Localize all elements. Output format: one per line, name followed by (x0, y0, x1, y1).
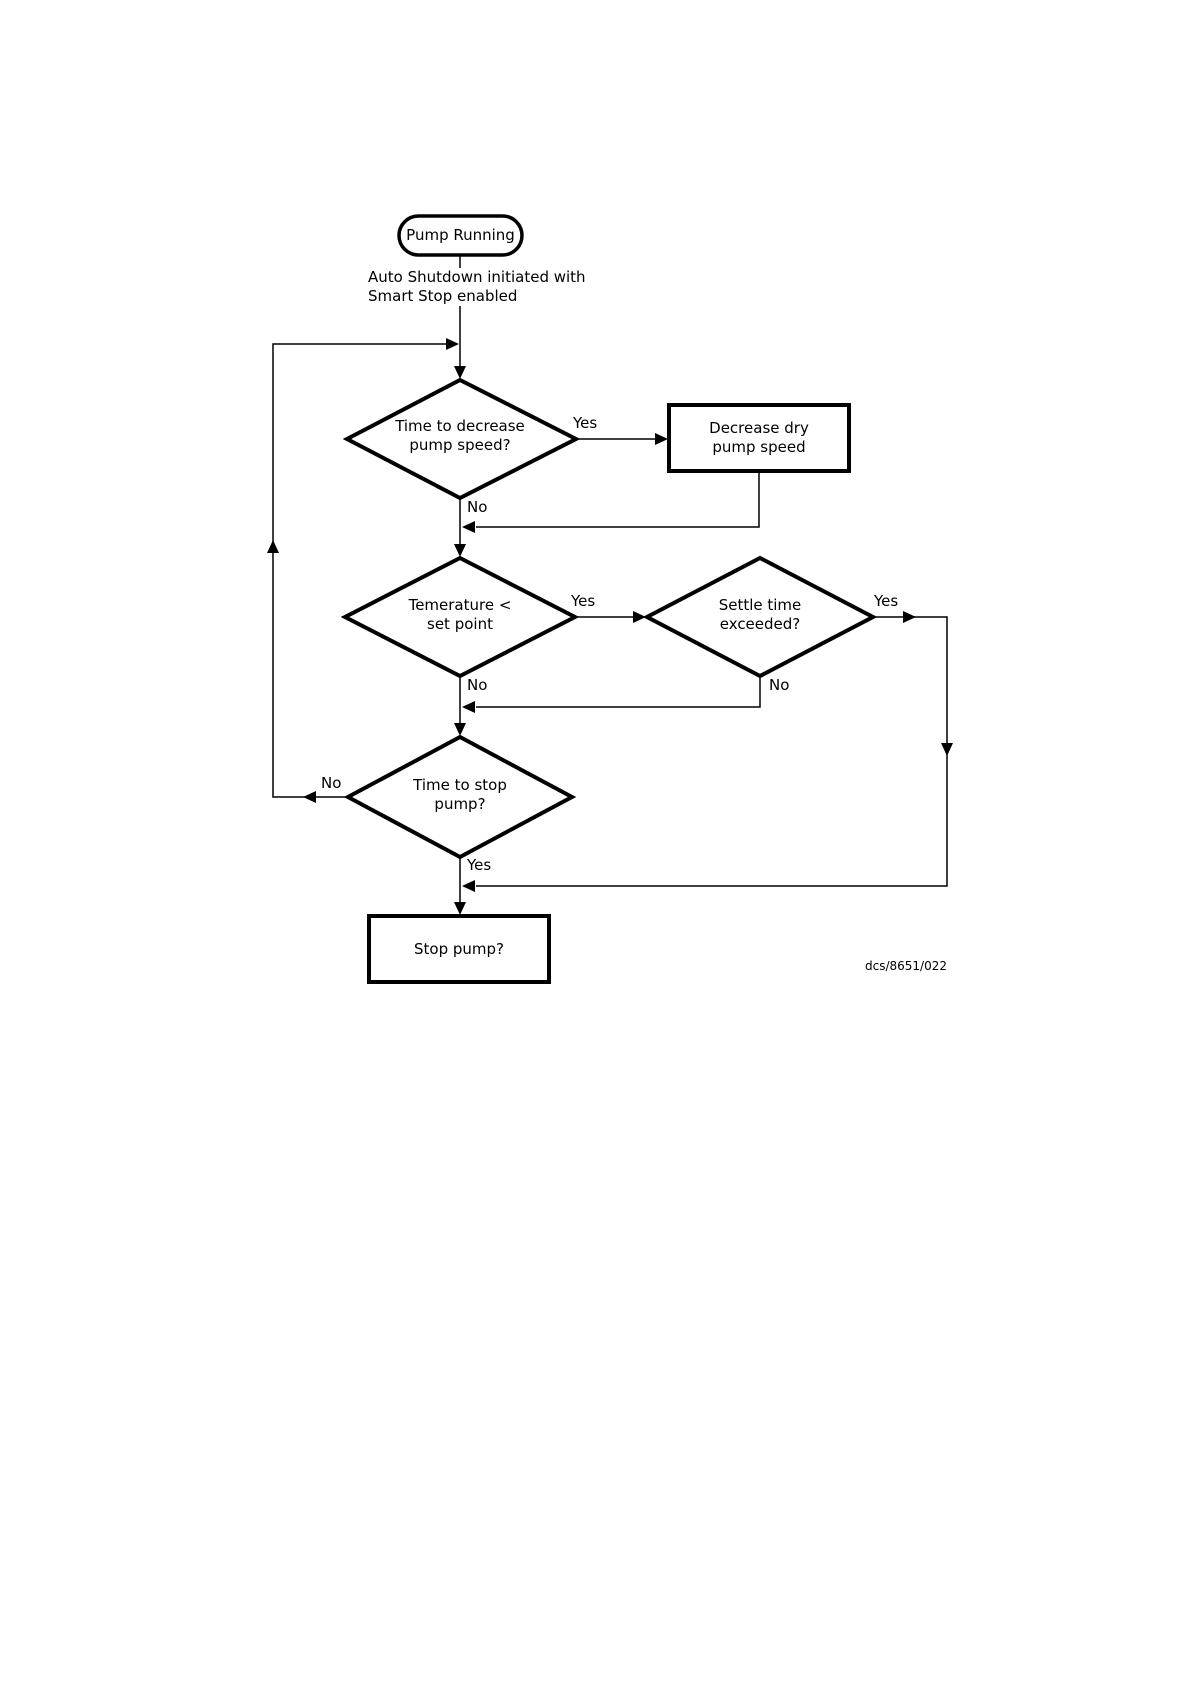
edge-label-d1-yes: Yes (573, 414, 598, 432)
arrowhead-d3-no-merge (462, 701, 475, 713)
decision-time-to-decrease-shape (342, 377, 581, 501)
arrowhead-into-d3 (633, 611, 646, 623)
arrowhead-into-d2 (454, 544, 466, 557)
edge-label-d3-yes: Yes (874, 592, 899, 610)
edge-label-d2-yes: Yes (571, 592, 596, 610)
connector-p1-return (476, 471, 760, 528)
start-terminator-label: Pump Running (406, 226, 515, 244)
edge-label-d2-no: No (467, 676, 488, 694)
process-decrease-speed-shape (667, 403, 851, 473)
connector-d3-no-return (476, 676, 761, 708)
arrowhead-into-d4 (454, 723, 466, 736)
connector-d3-yes-loop (476, 616, 948, 887)
decision-settle-time-shape (642, 555, 878, 679)
edge-label-d4-yes: Yes (467, 856, 492, 874)
edge-label-d4-no: No (321, 774, 342, 792)
decision-time-to-stop-shape (343, 734, 577, 860)
arrowhead-d3-yes-mid (903, 611, 916, 623)
edge-label-d1-no: No (467, 498, 488, 516)
arrowhead-into-d1 (454, 366, 466, 379)
edge-label-d3-no: No (769, 676, 790, 694)
process-decrease-speed-label: Decrease dry pump speed (709, 419, 809, 456)
decision-temperature-shape (340, 555, 580, 679)
decision-settle-time-label: Settle time exceeded? (718, 596, 802, 633)
decision-temperature-label: Temerature < set point (408, 596, 512, 633)
arrowheads (267, 338, 953, 915)
arrowhead-right-loop-down (941, 743, 953, 756)
arrowhead-loop-entry (446, 338, 459, 350)
process-stop-pump-shape (367, 914, 551, 984)
arrowhead-p1-merge (462, 521, 475, 533)
start-terminator-shape (397, 214, 524, 257)
decision-time-to-decrease-label: Time to decrease pump speed? (395, 417, 525, 454)
arrowhead-d4-merge (462, 880, 475, 892)
decision-time-to-stop-label: Time to stop pump? (413, 776, 507, 813)
auto-shutdown-annotation: Auto Shutdown initiated with Smart Stop … (368, 268, 589, 306)
arrowhead-d4-no-mid (303, 791, 316, 803)
arrowhead-into-p1 (655, 433, 668, 445)
arrowhead-into-p2 (454, 902, 466, 915)
drawing-reference-number: dcs/8651/022 (865, 959, 947, 973)
process-stop-pump-label: Stop pump? (414, 939, 504, 958)
arrowhead-left-loop-up (267, 540, 279, 553)
node-shapes (340, 214, 878, 984)
